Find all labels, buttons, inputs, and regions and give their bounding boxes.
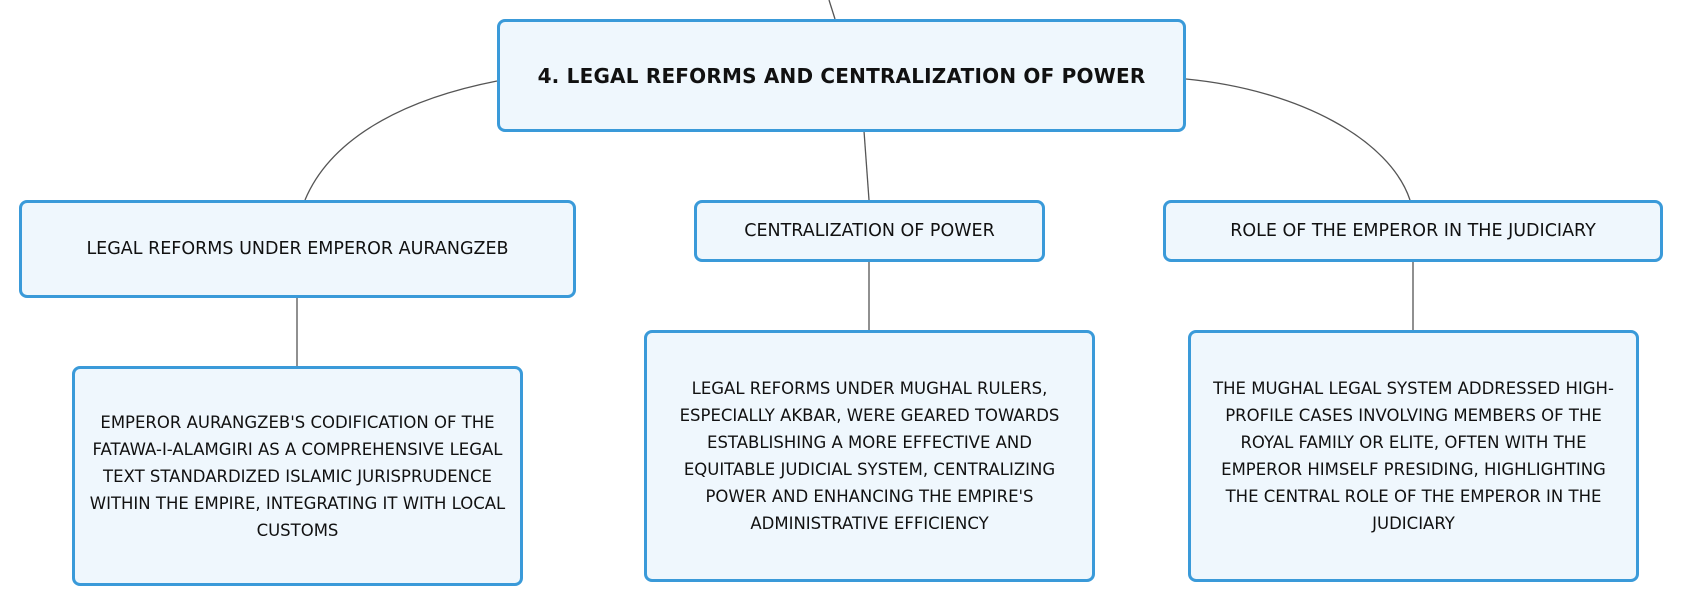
detail-node-centralization[interactable]: LEGAL REFORMS UNDER MUGHAL RULERS, ESPEC… [644, 330, 1095, 582]
root-topic-label: 4. LEGAL REFORMS AND CENTRALIZATION OF P… [537, 63, 1146, 88]
connector-parent-to-root [828, 0, 836, 20]
branch-node-aurangzeb-reforms[interactable]: LEGAL REFORMS UNDER EMPEROR AURANGZEB [19, 200, 576, 298]
branch-label: ROLE OF THE EMPEROR IN THE JUDICIARY [1230, 221, 1596, 241]
detail-text: LEGAL REFORMS UNDER MUGHAL RULERS, ESPEC… [679, 379, 1060, 533]
detail-node-aurangzeb-reforms[interactable]: EMPEROR AURANGZEB'S CODIFICATION OF THE … [72, 366, 523, 586]
branch-label: CENTRALIZATION OF POWER [744, 221, 995, 241]
detail-text: THE MUGHAL LEGAL SYSTEM ADDRESSED HIGH-P… [1213, 379, 1614, 533]
connector-root-to-branch-2 [863, 130, 870, 201]
root-topic-node[interactable]: 4. LEGAL REFORMS AND CENTRALIZATION OF P… [497, 19, 1186, 132]
connector-root-to-branch-1 [304, 80, 498, 201]
detail-text: EMPEROR AURANGZEB'S CODIFICATION OF THE … [89, 412, 506, 540]
connector-root-to-branch-3 [1185, 78, 1411, 201]
branch-node-centralization[interactable]: CENTRALIZATION OF POWER [694, 200, 1045, 262]
branch-label: LEGAL REFORMS UNDER EMPEROR AURANGZEB [86, 239, 509, 259]
detail-node-emperor-judiciary[interactable]: THE MUGHAL LEGAL SYSTEM ADDRESSED HIGH-P… [1188, 330, 1639, 582]
branch-node-emperor-judiciary[interactable]: ROLE OF THE EMPEROR IN THE JUDICIARY [1163, 200, 1663, 262]
